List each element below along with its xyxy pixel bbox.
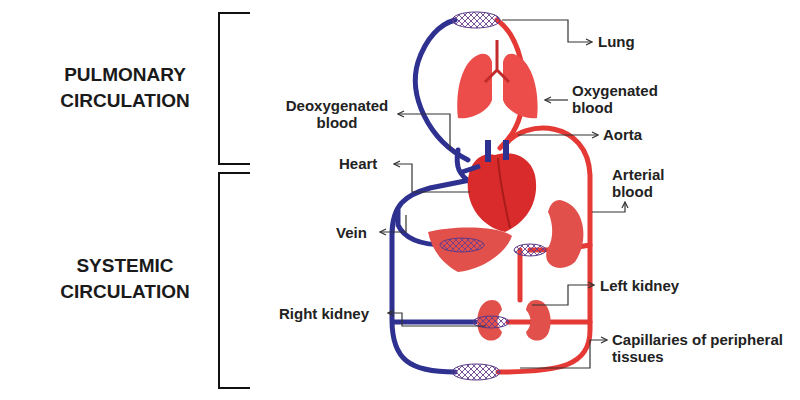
part-label: Deoxygenated blood [280, 97, 394, 131]
part-label: Arterial blood [612, 166, 692, 200]
lungs [457, 40, 537, 118]
part-label: Vein [336, 224, 367, 241]
capillary-beds [440, 12, 546, 380]
part-label: Lung [598, 33, 635, 50]
stomach [546, 200, 583, 268]
part-label: Capillaries of peripheral tissues [612, 331, 787, 365]
systemic-bracket [219, 173, 250, 388]
part-label: Left kidney [600, 277, 679, 294]
leader-lines [380, 20, 625, 368]
part-label: Heart [339, 155, 377, 172]
pulmonary-bracket [219, 13, 250, 164]
part-label: Oxygenated blood [572, 82, 682, 116]
heart [462, 140, 536, 232]
liver [428, 227, 512, 272]
left-kidney-shape [526, 300, 551, 341]
veins [392, 20, 475, 372]
section-title: SYSTEMIC CIRCULATION [30, 253, 220, 305]
part-label: Aorta [603, 126, 642, 143]
part-label: Right kidney [279, 305, 369, 322]
section-title: PULMONARY CIRCULATION [30, 62, 220, 114]
